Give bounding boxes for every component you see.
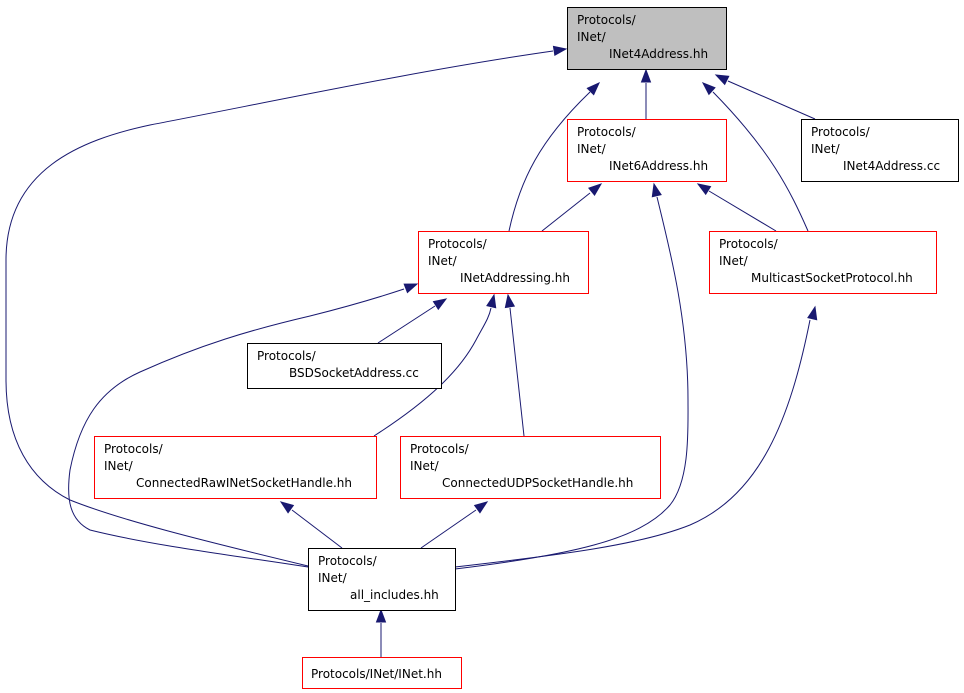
node-label-line: Protocols/	[811, 125, 871, 139]
edge-line	[712, 91, 809, 232]
node-label-line: INet/	[577, 142, 607, 156]
node-label-line: Protocols/	[428, 237, 488, 251]
node-inet4address-cc[interactable]: Protocols/INet/INet4Address.cc	[801, 119, 959, 182]
edge-all-includes-hh-to-connectedrawinetsockethandle-hh	[279, 501, 343, 549]
node-inet-hh[interactable]: Protocols/INet/INet.hh	[302, 657, 462, 689]
edge-line	[68, 288, 405, 568]
node-box[interactable]	[302, 657, 462, 689]
edges-layer	[5, 45, 818, 657]
edge-inetaddressing-hh-to-inet4address-hh	[508, 81, 601, 232]
node-all-includes-hh[interactable]: Protocols/INet/all_includes.hh	[308, 548, 456, 611]
edge-line	[377, 305, 436, 344]
edge-all-includes-hh-to-connectedudpsockethandle-hh	[420, 501, 489, 549]
node-box[interactable]	[247, 343, 442, 389]
node-multicastsocketprotocol-hh[interactable]: Protocols/INet/MulticastSocketProtocol.h…	[709, 231, 937, 294]
node-label-line: INet/	[577, 30, 607, 44]
node-inet6address-hh[interactable]: Protocols/INet/INet6Address.hh	[567, 119, 727, 182]
node-inet4address-hh[interactable]: Protocols/INet/INet4Address.hh	[567, 7, 727, 70]
edge-line	[420, 509, 477, 549]
edge-inet4address-cc-to-inet4address-hh	[714, 74, 816, 120]
node-box[interactable]	[94, 436, 377, 499]
node-label-line: all_includes.hh	[350, 588, 439, 602]
arrow-head	[504, 293, 516, 309]
arrow-head	[375, 608, 387, 623]
edge-inetaddressing-hh-to-inet6address-hh	[541, 183, 603, 232]
edge-multicastsocketprotocol-hh-to-inet6address-hh	[696, 183, 777, 232]
edge-all-includes-hh-to-multicastsocketprotocol-hh	[454, 305, 818, 568]
edge-line	[454, 196, 689, 570]
arrow-head	[432, 298, 448, 311]
node-label-line: Protocols/	[318, 554, 378, 568]
node-label-line: BSDSocketAddress.cc	[289, 366, 419, 380]
node-box[interactable]	[400, 436, 661, 499]
node-label-line: Protocols/	[104, 442, 164, 456]
node-label-line: MulticastSocketProtocol.hh	[751, 271, 913, 285]
node-label-line: INet/	[811, 142, 841, 156]
edge-all-includes-hh-to-inetaddressing-hh	[68, 283, 419, 568]
node-label-line: Protocols/	[577, 125, 637, 139]
edge-line	[5, 50, 554, 567]
nodes-layer: Protocols/INet/INet4Address.hhProtocols/…	[94, 7, 959, 689]
edge-connectedrawinetsockethandle-hh-to-inetaddressing-hh	[373, 293, 497, 437]
edge-all-includes-hh-to-inet4address-hh	[5, 45, 568, 567]
node-connectedudpsockethandle-hh[interactable]: Protocols/INet/ConnectedUDPSocketHandle.…	[400, 436, 661, 499]
edge-line	[508, 91, 591, 232]
arrow-head	[586, 81, 601, 96]
edge-line	[373, 307, 492, 437]
node-label-line: INet6Address.hh	[609, 159, 708, 173]
arrow-head	[640, 68, 652, 83]
node-box[interactable]	[418, 231, 589, 294]
node-label-line: INet/	[104, 459, 134, 473]
edge-inet6address-hh-to-inet4address-hh	[640, 68, 652, 119]
edge-line	[541, 192, 591, 232]
node-inetaddressing-hh[interactable]: Protocols/INet/INetAddressing.hh	[418, 231, 589, 294]
arrow-head	[701, 82, 716, 96]
node-label-line: INet4Address.cc	[843, 159, 940, 173]
node-label-line: INet/	[410, 459, 440, 473]
edge-line	[727, 80, 816, 120]
arrow-head	[807, 305, 818, 321]
edge-connectedudpsockethandle-hh-to-inetaddressing-hh	[504, 293, 525, 437]
edge-line	[291, 509, 343, 549]
edge-bsdsocketaddress-cc-to-inetaddressing-hh	[377, 298, 448, 344]
node-label-line: Protocols/	[257, 349, 317, 363]
arrow-head	[651, 182, 662, 198]
arrow-head	[552, 45, 568, 57]
edge-line	[708, 190, 777, 232]
node-label-line: Protocols/	[719, 237, 779, 251]
arrow-head	[486, 293, 497, 309]
arrow-head	[588, 183, 603, 196]
edge-all-includes-hh-to-inet6address-hh	[454, 182, 689, 570]
arrow-head	[403, 283, 419, 294]
node-label-line: Protocols/INet/INet.hh	[311, 667, 442, 681]
node-bsdsocketaddress-cc[interactable]: Protocols/BSDSocketAddress.cc	[247, 343, 442, 389]
node-label-line: INet4Address.hh	[609, 47, 708, 61]
node-box[interactable]	[567, 119, 727, 182]
edge-inet-hh-to-all-includes-hh	[375, 608, 387, 657]
node-label-line: ConnectedUDPSocketHandle.hh	[442, 476, 633, 490]
edge-multicastsocketprotocol-hh-to-inet4address-hh	[701, 82, 809, 232]
node-box[interactable]	[308, 548, 456, 611]
node-label-line: INet/	[719, 254, 749, 268]
node-label-line: Protocols/	[410, 442, 470, 456]
arrow-head	[714, 74, 730, 86]
node-connectedrawinetsockethandle-hh[interactable]: Protocols/INet/ConnectedRawINetSocketHan…	[94, 436, 377, 499]
edge-line	[454, 319, 811, 568]
node-label-line: Protocols/	[577, 13, 637, 27]
node-label-line: INetAddressing.hh	[460, 271, 570, 285]
node-label-line: INet/	[318, 571, 348, 585]
arrow-head	[473, 501, 489, 514]
node-box[interactable]	[567, 7, 727, 70]
edge-line	[509, 307, 525, 437]
node-box[interactable]	[709, 231, 937, 294]
node-box[interactable]	[801, 119, 959, 182]
node-label-line: INet/	[428, 254, 458, 268]
arrow-head	[696, 183, 712, 196]
node-label-line: ConnectedRawINetSocketHandle.hh	[136, 476, 352, 490]
arrow-head	[279, 501, 295, 514]
